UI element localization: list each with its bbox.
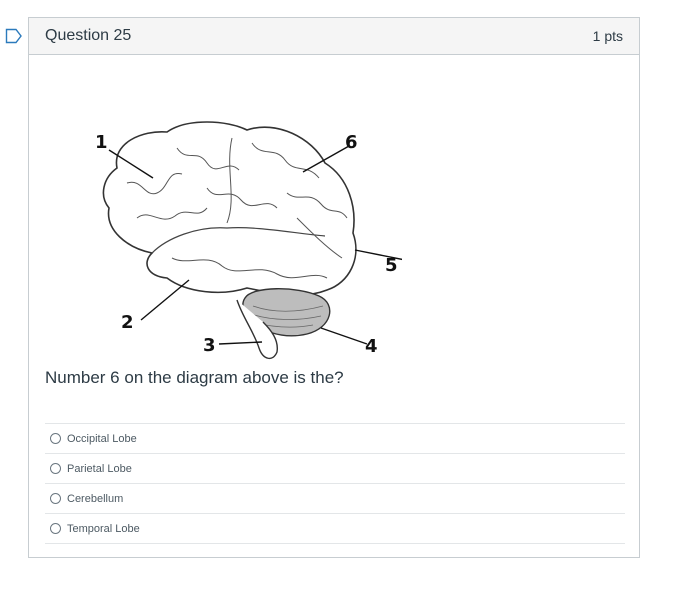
diagram-label-6: 6 xyxy=(345,132,358,153)
answer-label: Parietal Lobe xyxy=(67,462,132,475)
question-header: Question 25 1 pts xyxy=(29,18,639,55)
answer-option[interactable]: Cerebellum xyxy=(45,484,625,514)
answer-list: Occipital Lobe Parietal Lobe Cerebellum … xyxy=(45,423,625,544)
radio-button[interactable] xyxy=(50,493,61,504)
answer-option[interactable]: Temporal Lobe xyxy=(45,514,625,544)
question-points: 1 pts xyxy=(592,28,623,44)
flag-question-icon[interactable] xyxy=(5,28,23,44)
diagram-label-5: 5 xyxy=(385,255,398,276)
brain-diagram: 1 2 3 4 5 6 xyxy=(95,121,402,359)
answer-label: Cerebellum xyxy=(67,492,124,505)
diagram-label-4: 4 xyxy=(365,336,378,357)
diagram-label-3: 3 xyxy=(203,335,216,356)
answer-label: Temporal Lobe xyxy=(67,522,140,535)
question-title: Question 25 xyxy=(45,27,132,44)
diagram-label-1: 1 xyxy=(95,132,108,153)
answer-option[interactable]: Parietal Lobe xyxy=(45,454,625,484)
radio-button[interactable] xyxy=(50,433,61,444)
answer-label: Occipital Lobe xyxy=(67,432,137,445)
question-prompt: Number 6 on the diagram above is the? xyxy=(45,368,344,387)
answer-option[interactable]: Occipital Lobe xyxy=(45,424,625,454)
question-card: Question 25 1 pts 1 2 3 4 5 xyxy=(28,17,640,558)
diagram-label-2: 2 xyxy=(121,312,134,333)
radio-button[interactable] xyxy=(50,463,61,474)
radio-button[interactable] xyxy=(50,523,61,534)
